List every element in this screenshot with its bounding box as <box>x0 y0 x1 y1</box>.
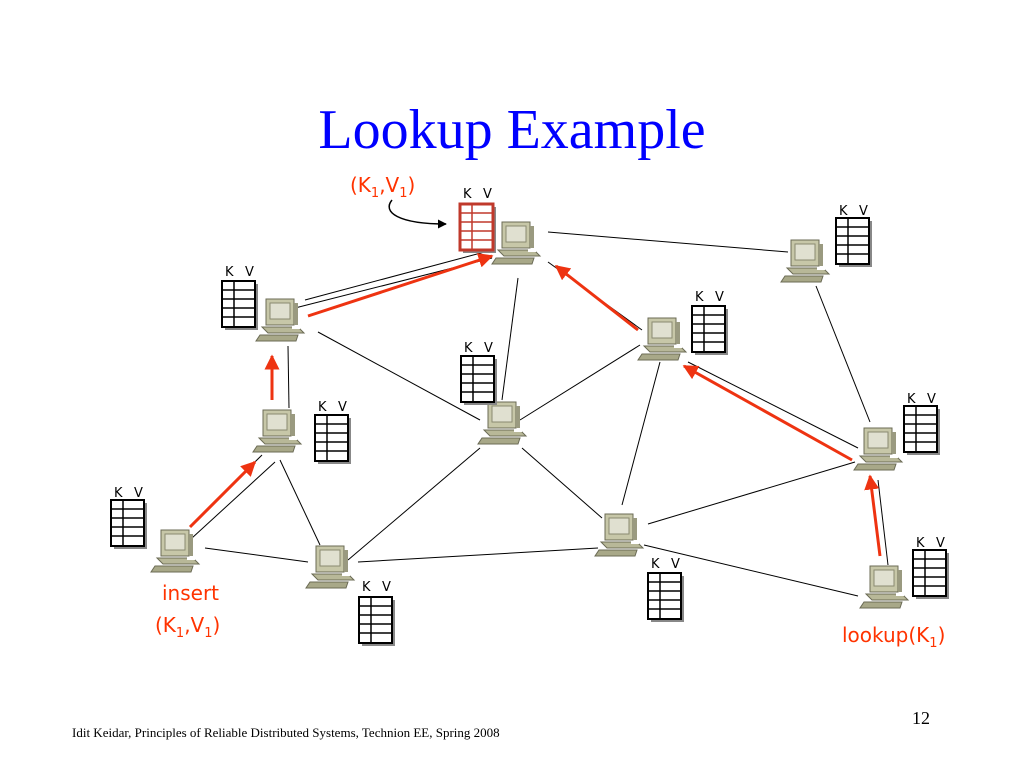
computer-icon <box>255 298 305 342</box>
link <box>317 331 481 421</box>
kv-header-k: K <box>651 557 660 572</box>
computer-icon <box>594 513 644 557</box>
page-number: 12 <box>912 708 930 728</box>
kv-table-icon <box>458 202 498 255</box>
link <box>643 544 859 597</box>
link <box>547 231 789 253</box>
computer-icon <box>853 427 903 471</box>
kv-header-k: K <box>695 290 704 305</box>
arrow <box>188 460 257 529</box>
kv-table-icon <box>460 355 498 406</box>
computers <box>150 221 909 609</box>
computer-icon <box>491 221 541 265</box>
route-arrows <box>188 253 882 557</box>
kv-header-k: K <box>463 187 472 202</box>
arrow <box>864 474 882 557</box>
kv-header-v: V <box>483 187 492 202</box>
link <box>357 547 599 563</box>
lookup-label: lookup(K1) <box>842 623 945 651</box>
kv-table-icon <box>647 572 685 623</box>
kv-table-icon <box>835 217 873 268</box>
link <box>877 479 889 566</box>
link <box>521 447 603 519</box>
kv-header-k: K <box>362 580 371 595</box>
arrow <box>554 264 639 332</box>
link <box>687 361 859 449</box>
arrow <box>682 364 853 462</box>
footer-text: Idit Keidar, Principles of Reliable Dist… <box>72 725 500 740</box>
kv-header-v: V <box>338 400 347 415</box>
pointer-arrow <box>388 199 447 229</box>
computer-icon <box>859 565 909 609</box>
computer-icon <box>637 317 687 361</box>
kv-header-v: V <box>382 580 391 595</box>
kv-table-icon <box>903 405 941 456</box>
link <box>815 285 871 423</box>
link <box>621 361 661 506</box>
kv-header-k: K <box>225 265 234 280</box>
kv-table-icon <box>691 305 729 356</box>
kv-table-icon <box>110 499 148 550</box>
kv-header-k: K <box>318 400 327 415</box>
kv-table-icon <box>221 280 259 331</box>
kv-header-v: V <box>859 204 868 219</box>
slide-title: Lookup Example <box>318 99 706 161</box>
kv-header-k: K <box>114 486 123 501</box>
link <box>304 249 493 301</box>
kv-header-k: K <box>916 536 925 551</box>
link <box>204 547 309 563</box>
link <box>519 344 641 421</box>
computer-icon <box>780 239 830 283</box>
insert-label: insert <box>162 581 219 605</box>
kv-header-k: K <box>907 392 916 407</box>
computer-icon <box>477 401 527 445</box>
link <box>501 277 519 401</box>
insert-pair-label: (K1,V1) <box>155 613 220 641</box>
kv-table-icon <box>912 549 950 600</box>
kv-header-k: K <box>464 341 473 356</box>
link <box>647 461 856 525</box>
kv-header-k: K <box>839 204 848 219</box>
computer-icon <box>252 409 302 453</box>
link <box>287 345 290 409</box>
link <box>279 459 321 546</box>
kv-header-v: V <box>927 392 936 407</box>
kv-table-icon <box>358 596 396 647</box>
link <box>191 461 276 539</box>
kv-header-v: V <box>134 486 143 501</box>
kv-table-icon <box>314 414 352 465</box>
computer-icon <box>150 529 200 573</box>
kv-header-v: V <box>484 341 493 356</box>
computer-icon <box>305 545 355 589</box>
kv-header-v: V <box>245 265 254 280</box>
kv-header-v: V <box>715 290 724 305</box>
kv-header-v: V <box>936 536 945 551</box>
link <box>347 447 481 561</box>
kv-header-v: V <box>671 557 680 572</box>
arrow <box>307 253 494 318</box>
stored-pair-label: (K1,V1) <box>350 173 415 201</box>
